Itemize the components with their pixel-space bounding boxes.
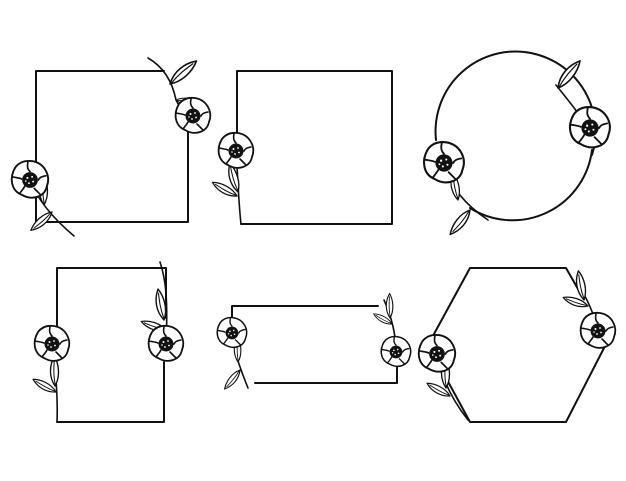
frame-square-1 — [10, 57, 212, 237]
frame-tall-rectangle — [32, 261, 185, 423]
frame-hexagon — [417, 267, 617, 423]
frame-circle — [422, 50, 611, 236]
frame-wide-rectangle — [216, 292, 412, 390]
frame-square-2 — [211, 70, 393, 225]
